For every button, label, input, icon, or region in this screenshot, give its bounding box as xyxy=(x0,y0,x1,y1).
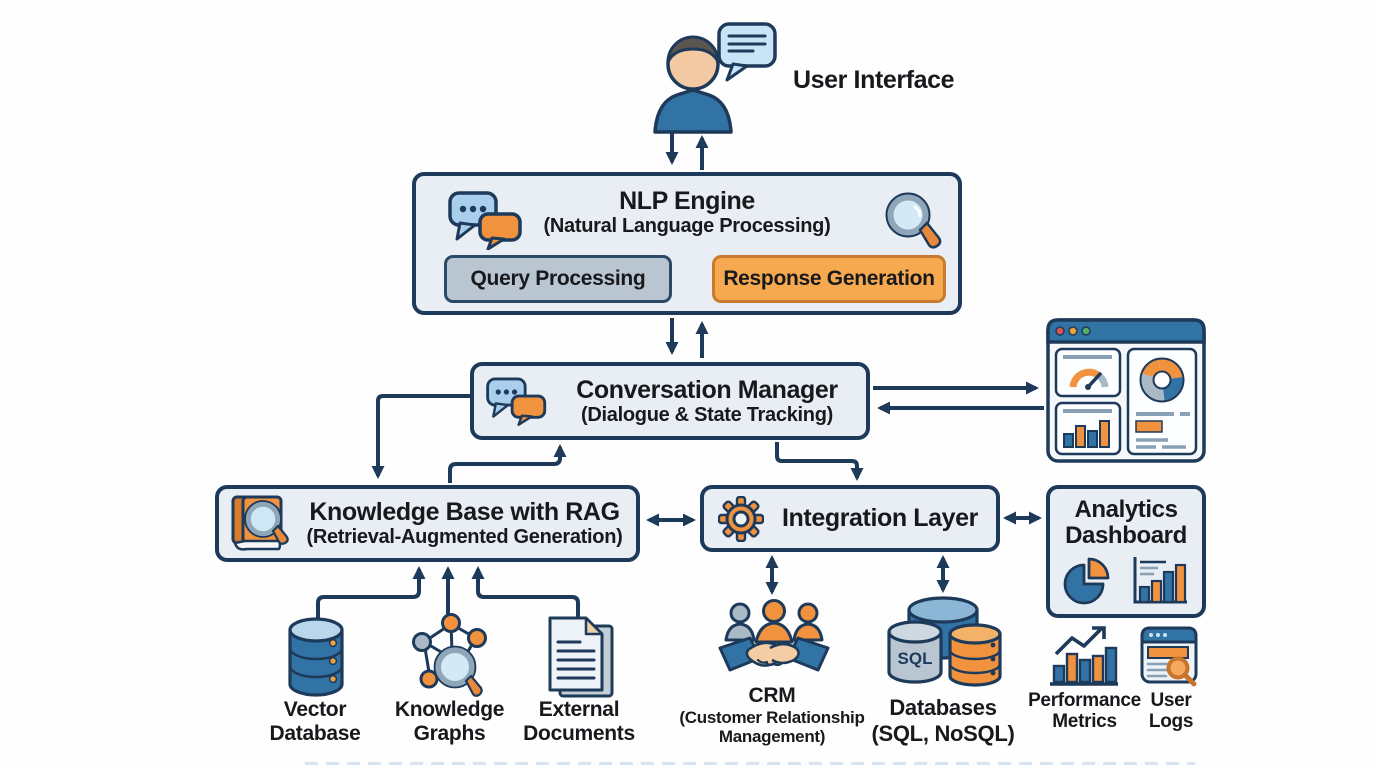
conversation-manager-box: Conversation Manager (Dialogue & State T… xyxy=(470,362,870,440)
knowledge-graphs-label: Knowledge Graphs xyxy=(394,698,505,745)
handshake-people-icon xyxy=(718,599,830,672)
analytics-dashboard-box: Analytics Dashboard xyxy=(1046,485,1206,618)
magnifier-icon xyxy=(885,192,942,249)
documents-icon xyxy=(548,616,614,698)
conversation-manager-subtitle: (Dialogue & State Tracking) xyxy=(581,403,833,426)
databases-title: Databases xyxy=(889,695,997,720)
integration-layer-box: Integration Layer xyxy=(700,485,1000,552)
query-processing-box: Query Processing xyxy=(444,255,672,303)
gear-icon xyxy=(718,495,764,542)
knowledge-base-title: Knowledge Base with RAG xyxy=(309,498,620,526)
bar-chart-trend-icon xyxy=(1050,626,1118,686)
nlp-engine-title: NLP Engine xyxy=(619,187,755,215)
sql-cylinder-text: SQL xyxy=(898,649,933,668)
response-generation-box: Response Generation xyxy=(712,255,946,303)
databases-subtitle: (SQL, NoSQL) xyxy=(871,721,1015,746)
user-interface-label: User Interface xyxy=(793,66,955,94)
user-logs-label: User Logs xyxy=(1148,690,1194,733)
browser-log-magnifier-icon xyxy=(1140,626,1198,687)
dashboard-window-thumbnail xyxy=(1046,318,1206,463)
external-documents-label: External Documents xyxy=(523,698,635,745)
pie-chart-icon xyxy=(1063,557,1110,605)
crm-title: CRM xyxy=(748,684,796,707)
database-cylinder-icon xyxy=(288,617,344,697)
integration-layer-title: Integration Layer xyxy=(781,504,979,532)
bar-chart-icon xyxy=(1133,556,1187,604)
performance-metrics-label: Performance Metrics xyxy=(1028,690,1141,733)
crm-subtitle: (Customer Relationship Management) xyxy=(679,708,865,747)
book-with-magnifier-icon xyxy=(231,495,289,551)
nlp-engine-subtitle: (Natural Language Processing) xyxy=(543,215,831,237)
analytics-dashboard-title: Analytics Dashboard xyxy=(1065,496,1187,549)
knowledge-base-subtitle: (Retrieval-Augmented Generation) xyxy=(306,526,623,548)
conversation-manager-title: Conversation Manager xyxy=(576,375,838,404)
vector-database-label: Vector Database xyxy=(269,698,361,745)
knowledge-base-box: Knowledge Base with RAG (Retrieval-Augme… xyxy=(215,485,640,562)
bottom-divider xyxy=(305,762,1195,765)
nlp-engine-box: NLP Engine (Natural Language Processing)… xyxy=(412,172,962,315)
three-database-cylinders-icon: SQL xyxy=(887,596,1002,687)
chat-bubbles-icon xyxy=(486,377,547,426)
graph-nodes-with-magnifier-icon xyxy=(412,613,487,697)
chat-bubbles-icon xyxy=(448,191,522,250)
user-with-chat-bubble-icon xyxy=(653,22,777,134)
